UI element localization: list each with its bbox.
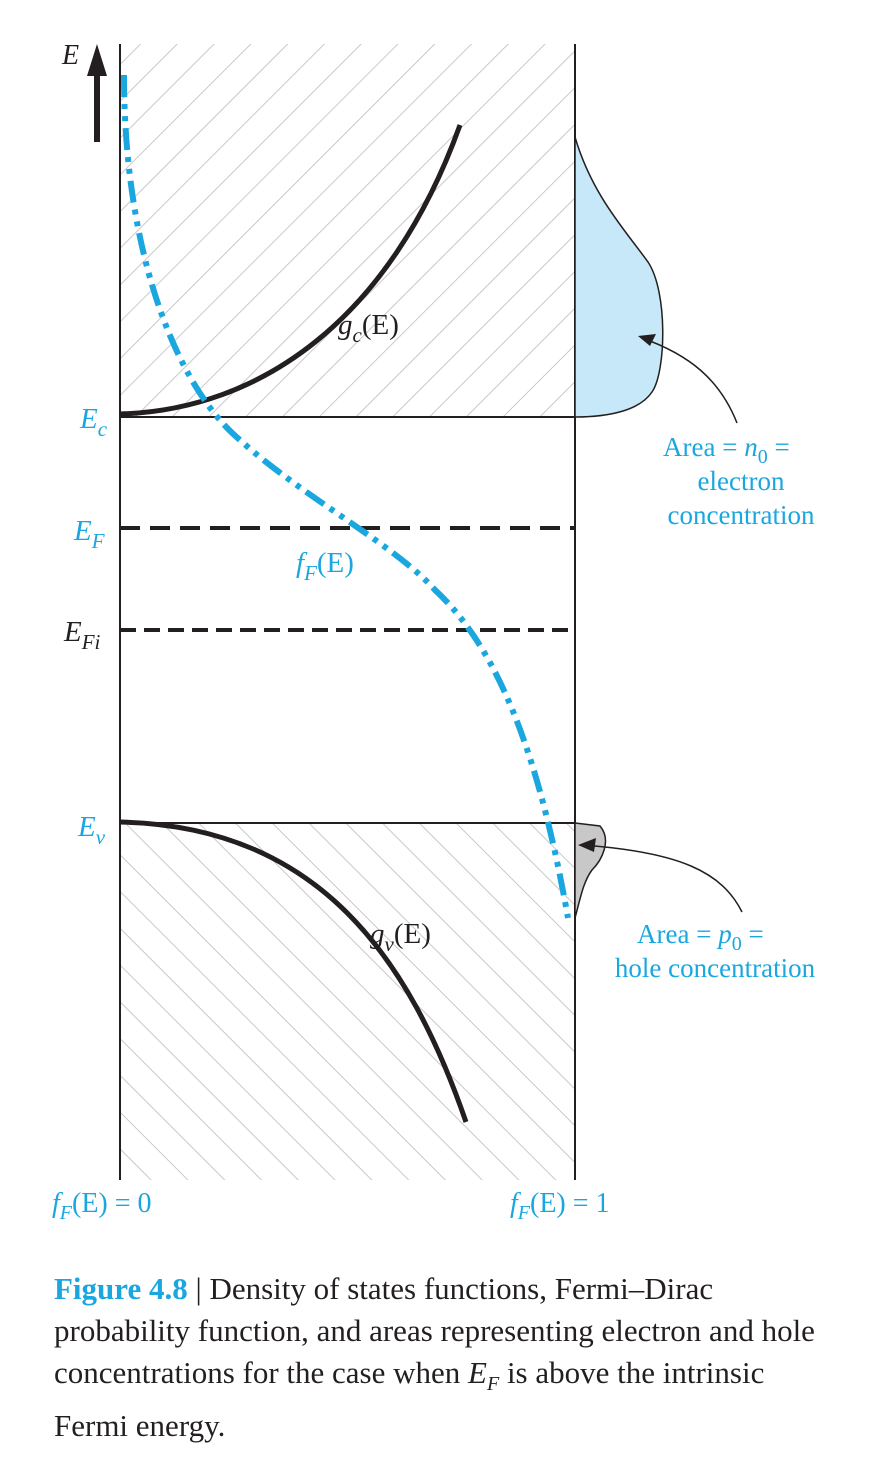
ec-label: Ec (79, 403, 108, 441)
ef-label: EF (73, 515, 105, 553)
gv-label: gv(E) (370, 918, 431, 956)
conduction-band-hatch (120, 44, 575, 417)
electron-area-label: Area = n0 = (663, 432, 790, 468)
ff-one-label: fF(E) = 1 (510, 1188, 610, 1224)
fermi-dirac-curve (121, 74, 571, 919)
ev-label: Ev (77, 811, 106, 849)
band-diagram: E Ec EF EFi Ev gc(E) gv(E) fF(E) Area = … (52, 40, 816, 1224)
energy-axis-label: E (61, 40, 79, 71)
ff-label: fF(E) (296, 547, 354, 585)
electron-area-line2: electron (698, 466, 785, 496)
figure-caption: Figure 4.8 | Density of states functions… (54, 1268, 834, 1447)
energy-arrow-head (87, 44, 107, 76)
figure-number: Figure 4.8 (54, 1271, 188, 1306)
gc-curve (119, 124, 463, 417)
electron-arrow-line (641, 337, 738, 424)
caption-separator: | (187, 1271, 210, 1306)
hole-concentration-area (574, 822, 607, 919)
hole-area-label: Area = p0 = (637, 919, 764, 955)
efi-label: EFi (63, 616, 101, 654)
hole-arrow-head (578, 838, 596, 852)
caption-text: Density of states functions, Fermi–Dirac… (54, 1271, 815, 1390)
electron-concentration-area (574, 136, 664, 418)
gv-curve (119, 819, 469, 1123)
hole-arrow-line (581, 844, 743, 913)
gc-label: gc(E) (338, 309, 399, 347)
electron-arrow-head (638, 334, 656, 346)
electron-area-line3: concentration (668, 500, 815, 530)
caption-symbol: E (468, 1355, 487, 1390)
caption-text-end: is above the intrinsic Fermi energy. (54, 1355, 765, 1444)
valence-band-hatch (120, 823, 575, 1180)
caption-symbol-sub: F (486, 1373, 500, 1396)
hole-area-line2: hole concentration (615, 953, 816, 983)
ff-zero-label: fF(E) = 0 (52, 1188, 152, 1224)
